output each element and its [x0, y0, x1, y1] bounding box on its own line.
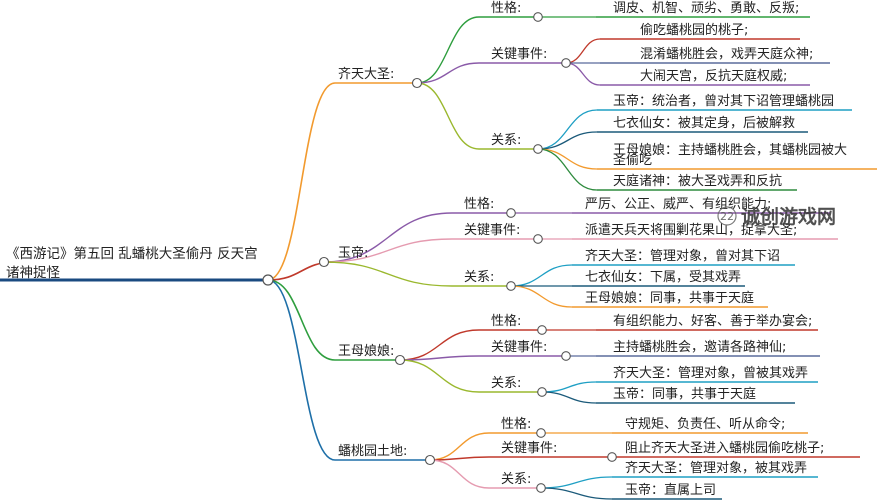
sub-edge — [399, 359, 480, 393]
leaf-label: 七衣仙女：被其定身，后被解救 — [613, 115, 795, 131]
sub-label: 关键事件: — [501, 441, 557, 456]
sub-label: 关系: — [491, 376, 521, 391]
leaf-label: 大闹天宫，反抗天庭权威; — [640, 68, 787, 84]
leaf-label: 玉帝：同事，共事于天庭 — [613, 386, 756, 402]
sub-label: 性格: — [464, 196, 494, 212]
sub-label: 性格: — [501, 416, 531, 432]
sub-label: 关键事件: — [491, 340, 547, 355]
branch-edge — [267, 82, 336, 281]
sub-label: 关键事件: — [491, 47, 547, 62]
sub-edge — [429, 432, 490, 461]
leaf-label: 混淆蟠桃胜会，戏弄天庭众神; — [640, 46, 813, 62]
leaf-label: 齐天大圣：管理对象，曾对其下诏 — [585, 248, 780, 264]
watermark: 22 诚创游戏网 — [717, 205, 836, 228]
leaf-label: 守规矩、负责任、听从命令; — [625, 416, 785, 432]
branch-edge — [267, 279, 336, 361]
sub-node[interactable] — [607, 452, 617, 462]
sub-edge — [416, 62, 480, 84]
branch-node[interactable] — [394, 354, 406, 366]
sub-label: 性格: — [491, 313, 521, 329]
sub-node[interactable] — [506, 281, 516, 291]
branch-node[interactable] — [411, 77, 423, 89]
leaf-label-line2: 圣偷吃 — [613, 152, 652, 168]
leaf-label: 偷吃蟠桃园的桃子; — [640, 22, 748, 38]
sub-node[interactable] — [536, 428, 546, 438]
leaf-label: 七衣仙女：下属，受其戏弄 — [585, 269, 741, 285]
sub-node[interactable] — [506, 208, 516, 218]
sub-label: 关系: — [491, 133, 521, 148]
leaf-label: 王母娘娘：主持蟠桃胜会，其蟠桃园被大 — [613, 143, 847, 158]
sub-edge — [399, 329, 480, 361]
leaf-label: 严厉、公正、威严、有组织能力; — [585, 197, 771, 212]
leaf-label: 齐天大圣：管理对象，被其戏弄 — [625, 460, 807, 476]
root-label-line1: 《西游记》第五回 乱蟠桃大圣偷丹 反天宫 — [6, 245, 258, 262]
sub-edge — [399, 355, 480, 361]
leaf-label: 阻止齐天大圣进入蟠桃园偷吃桃子; — [625, 440, 824, 456]
leaf-label: 玉帝：直属上司 — [625, 482, 716, 498]
sub-label: 关系: — [501, 472, 531, 487]
leaf-edge — [565, 38, 601, 64]
sub-node[interactable] — [533, 234, 543, 244]
sub-node[interactable] — [561, 58, 571, 68]
leaf-edge — [510, 264, 573, 287]
sub-edge — [323, 261, 453, 287]
edges — [0, 16, 877, 500]
sub-node[interactable] — [536, 483, 546, 493]
branch-edge — [267, 279, 336, 461]
leaf-label: 齐天大圣：管理对象，曾被其戏弄 — [613, 365, 808, 381]
sub-label: 关键事件: — [464, 223, 520, 238]
branch-node[interactable] — [424, 454, 436, 466]
sub-edge — [323, 238, 453, 263]
leaf-label: 有组织能力、好客、善于举办宴会; — [613, 313, 812, 329]
watermark-badge-icon — [717, 206, 737, 226]
leaf-edge — [537, 109, 598, 150]
sub-node[interactable] — [537, 325, 547, 335]
leaf-edge — [537, 131, 598, 150]
leaf-edge — [510, 285, 573, 308]
sub-label: 性格: — [491, 0, 521, 16]
branch-node[interactable] — [318, 256, 330, 268]
leaf-label: 调皮、机智、顽劣、勇敢、反叛; — [613, 1, 799, 16]
leaf-edge — [537, 148, 598, 170]
leaf-edge — [565, 62, 601, 86]
branch-label: 王母娘娘: — [338, 344, 394, 359]
branch-label: 齐天大圣: — [338, 66, 394, 82]
sub-edge — [429, 459, 490, 489]
leaf-edge — [540, 476, 613, 489]
sub-node[interactable] — [533, 144, 543, 154]
root-label-line2: 诸神捉怪 — [6, 265, 60, 281]
leaf-label: 天庭诸神：被大圣戏弄和反抗 — [613, 173, 782, 189]
leaf-label: 玉帝：统治者，曾对其下诏管理蟠桃园 — [613, 93, 834, 109]
nodes — [262, 12, 617, 493]
leaf-edge — [541, 391, 597, 404]
watermark-badge: 22 — [720, 210, 734, 223]
leaf-label: 王母娘娘：同事，共事于天庭 — [585, 290, 754, 306]
leaf-edge — [540, 487, 613, 500]
sub-edge — [323, 212, 453, 263]
leaf-edge — [541, 381, 597, 393]
watermark-brand: 诚创游戏网 — [741, 205, 836, 228]
leaf-label: 主持蟠桃胜会，邀请各路神仙; — [613, 339, 786, 355]
sub-edge — [416, 82, 480, 150]
sub-edge — [416, 16, 480, 84]
sub-node[interactable] — [537, 387, 547, 397]
branch-label: 玉帝: — [338, 245, 368, 261]
branch-label: 蟠桃园土地: — [338, 444, 407, 459]
root-node[interactable] — [262, 274, 274, 286]
sub-node[interactable] — [533, 12, 543, 22]
sub-node[interactable] — [561, 351, 571, 361]
sub-label: 关系: — [464, 270, 494, 285]
leaf-label: 派遣天兵天将围剿花果山，捉拿大圣; — [585, 222, 797, 238]
leaf-edge — [537, 148, 598, 191]
